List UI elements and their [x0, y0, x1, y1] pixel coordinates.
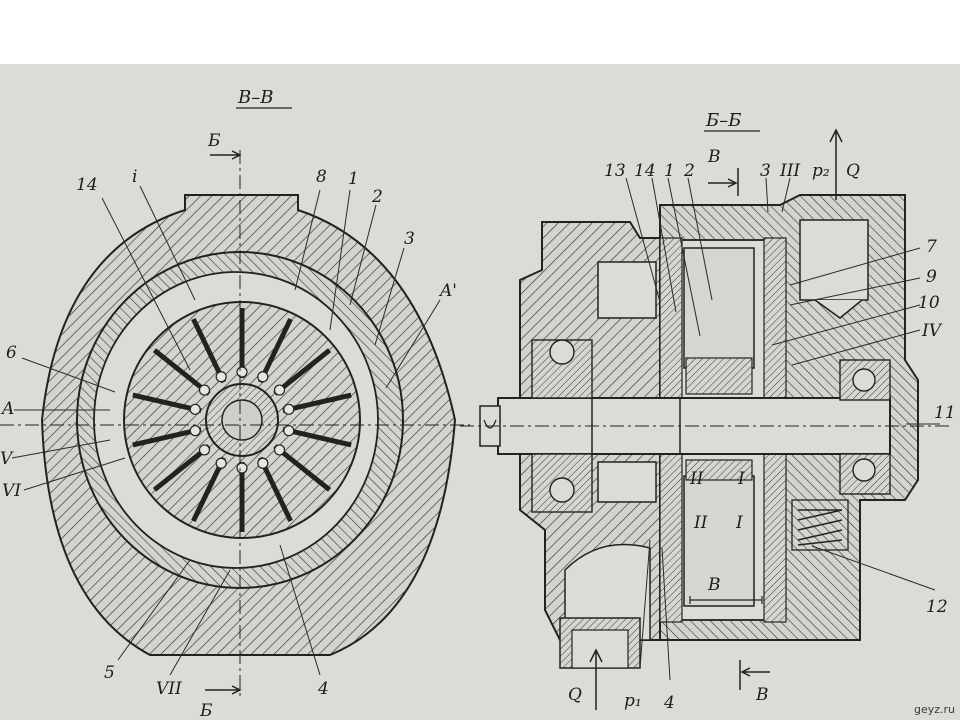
flow-arrow-inlet: [589, 648, 603, 710]
vane-slot: [282, 392, 352, 414]
right-label-p2: p₂: [812, 161, 830, 181]
vane-hole: [273, 444, 286, 456]
spring: [797, 509, 843, 546]
vane-hole: [236, 462, 248, 474]
inlet-channel: [564, 543, 651, 641]
right-label-1: 1: [664, 161, 675, 181]
right-label-7: 7: [926, 237, 937, 257]
right-outlet-tip: [814, 299, 863, 319]
left-shaft: [221, 399, 263, 441]
inlet-port-inner: [571, 629, 629, 669]
right-label-ii-2: II: [693, 513, 708, 533]
section-arrow-top: [210, 150, 242, 160]
vane-hole: [189, 403, 201, 415]
right-label-9: 9: [926, 267, 937, 287]
section-v-arrow-bottom: [740, 667, 770, 677]
right-shaft-key: [483, 419, 497, 429]
left-view: [0, 150, 470, 700]
vane-slot: [273, 348, 332, 396]
vane-hole: [198, 384, 211, 396]
right-rotor-lower: [683, 475, 755, 607]
right-label-13: 13: [604, 161, 626, 181]
left-label-i: i: [132, 167, 137, 187]
right-view: [460, 128, 950, 710]
right-label-q-bottom: Q: [568, 685, 582, 705]
bearings: [531, 339, 891, 513]
right-section-title: Б–Б: [705, 110, 741, 131]
left-label-4: 4: [317, 679, 329, 699]
vane-hole: [189, 425, 201, 437]
right-label-q-top: Q: [846, 161, 860, 181]
vane-slot: [152, 444, 211, 492]
vane-slot: [257, 318, 293, 384]
left-label-v: V: [0, 449, 14, 469]
right-label-dim-v: В: [707, 575, 721, 595]
cavity-top-left: [597, 261, 657, 319]
spring-cavity: [791, 499, 849, 551]
watermark: geyz.ru: [914, 703, 955, 716]
vane-slot: [132, 392, 202, 414]
vane-slot: [152, 348, 211, 396]
left-vanes: [132, 308, 352, 532]
vane-slot: [257, 456, 293, 522]
right-label-i-1: I: [737, 469, 745, 489]
right-label-iv: IV: [921, 321, 943, 341]
right-label-3: 3: [760, 161, 771, 181]
dimension-b: [689, 596, 763, 604]
right-label-10: 10: [918, 293, 940, 313]
left-label-2: 2: [371, 187, 383, 207]
vane-slot: [191, 456, 227, 522]
left-label-a-prime: A': [438, 281, 457, 301]
left-label-vii: VII: [156, 679, 182, 699]
section-arrow-bottom: [205, 685, 242, 695]
flow-arrow-outlet: [829, 128, 843, 200]
vane-hole: [283, 403, 295, 415]
left-label-a: A: [0, 399, 14, 419]
right-label-v-top: В: [707, 147, 721, 167]
left-label-14: 14: [76, 175, 98, 195]
right-rotor-hatch-upper: [685, 357, 753, 395]
right-label-v-bottom: В: [755, 685, 769, 705]
left-label-b-top: Б: [207, 131, 221, 151]
left-label-8: 8: [316, 167, 327, 187]
vane-hole: [215, 457, 227, 469]
right-label-14: 14: [634, 161, 656, 181]
section-v-arrow-top: [708, 178, 738, 188]
right-label-4: 4: [663, 693, 675, 713]
vane-hole: [257, 371, 269, 383]
vane-hole: [215, 371, 227, 383]
vane-hole: [257, 457, 269, 469]
right-label-ii-1: II: [689, 469, 704, 489]
left-section-title: В–В: [237, 87, 273, 108]
left-label-1: 1: [348, 169, 359, 189]
right-label-i-2: I: [735, 513, 743, 533]
right-outlet-channel: [799, 219, 869, 301]
vane-slot: [132, 426, 202, 448]
right-rotor-hatch-lower: [685, 459, 753, 481]
right-label-p1: p₁: [624, 691, 642, 711]
left-label-vi: VI: [2, 481, 21, 501]
right-label-12: 12: [926, 597, 948, 617]
vane-hole: [236, 366, 248, 378]
right-rotor-upper: [683, 247, 755, 369]
vane-hole: [198, 444, 211, 456]
vane-hole: [273, 384, 286, 396]
vane-hole: [283, 425, 295, 437]
cavity-bottom-left: [597, 461, 657, 503]
left-label-3: 3: [404, 229, 415, 249]
left-label-6: 6: [6, 343, 17, 363]
vane-slot: [191, 318, 227, 384]
left-label-b-bottom: Б: [199, 701, 213, 720]
vane-slot: [273, 444, 332, 492]
right-label-2: 2: [683, 161, 695, 181]
right-label-11: 11: [934, 403, 956, 423]
right-label-iii: III: [779, 161, 800, 181]
vane-slot: [282, 426, 352, 448]
left-label-5: 5: [104, 663, 115, 683]
